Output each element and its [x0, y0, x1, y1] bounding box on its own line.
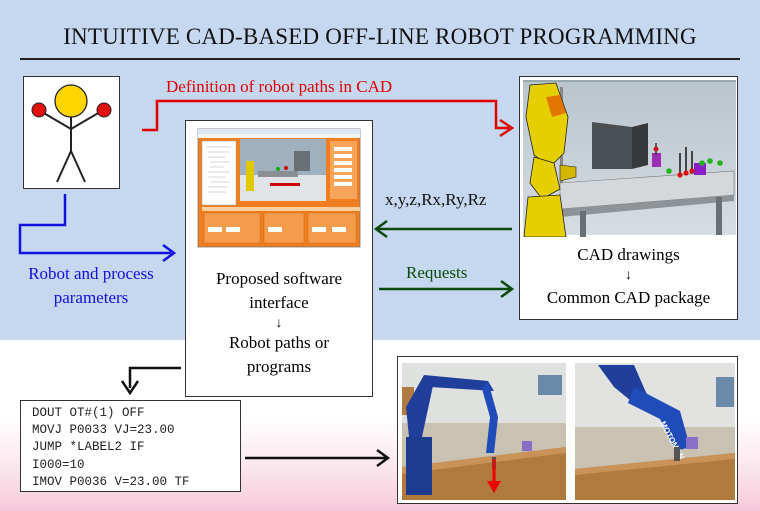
software-interface-panel [185, 120, 373, 397]
title-underline [20, 58, 740, 60]
code-line: JUMP *LABEL2 IF [32, 440, 145, 455]
coords-label: x,y,z,Rx,Ry,Rz [385, 190, 487, 209]
requests-arrow-head [500, 279, 515, 299]
stick-figure-icon [31, 84, 112, 183]
cad-package-panel [519, 76, 738, 320]
center-text-line3: Robot paths or [228, 333, 330, 352]
code-line: MOVJ P0033 VJ=23.00 [32, 423, 175, 438]
blue-arrow-head [162, 243, 177, 263]
user-figure-panel [23, 76, 120, 189]
params-label-line1: Robot and process [28, 264, 154, 283]
center-text-line2: interface [249, 293, 309, 312]
center-down-arrow: ↓ [275, 316, 283, 331]
center-text-line1: Proposed software [215, 269, 343, 288]
center-text-line4: programs [246, 357, 312, 376]
code-arrow-head [120, 380, 140, 396]
code-line: I000=10 [32, 457, 85, 472]
robot-photos: MOTOMAN [402, 363, 735, 500]
diagram-title: INTUITIVE CAD-BASED OFF-LINE ROBOT PROGR… [63, 24, 697, 49]
blue-arrow [18, 194, 171, 255]
right-text-line1: CAD drawings [577, 245, 680, 264]
right-down-arrow: ↓ [625, 268, 632, 283]
right-text-line2: Common CAD package [546, 288, 711, 307]
robot-photos-panel: MOTOMAN [397, 356, 738, 504]
coords-arrow-head [373, 219, 388, 239]
execution-arrow-head [376, 448, 391, 468]
definition-label: Definition of robot paths in CAD [166, 77, 393, 96]
params-label-line2: parameters [53, 288, 129, 307]
cad-scene-image [523, 80, 736, 237]
red-arrow [142, 99, 509, 132]
code-line: IMOV P0036 V=23.00 TF [32, 474, 190, 489]
code-line: DOUT OT#(1) OFF [32, 406, 145, 420]
requests-label: Requests [406, 263, 468, 282]
code-arrow [128, 366, 181, 388]
robot-program-code: DOUT OT#(1) OFF MOVJ P0033 VJ=23.00 JUMP… [20, 400, 241, 492]
software-screenshot [197, 128, 361, 248]
red-arrow-head [499, 118, 515, 138]
